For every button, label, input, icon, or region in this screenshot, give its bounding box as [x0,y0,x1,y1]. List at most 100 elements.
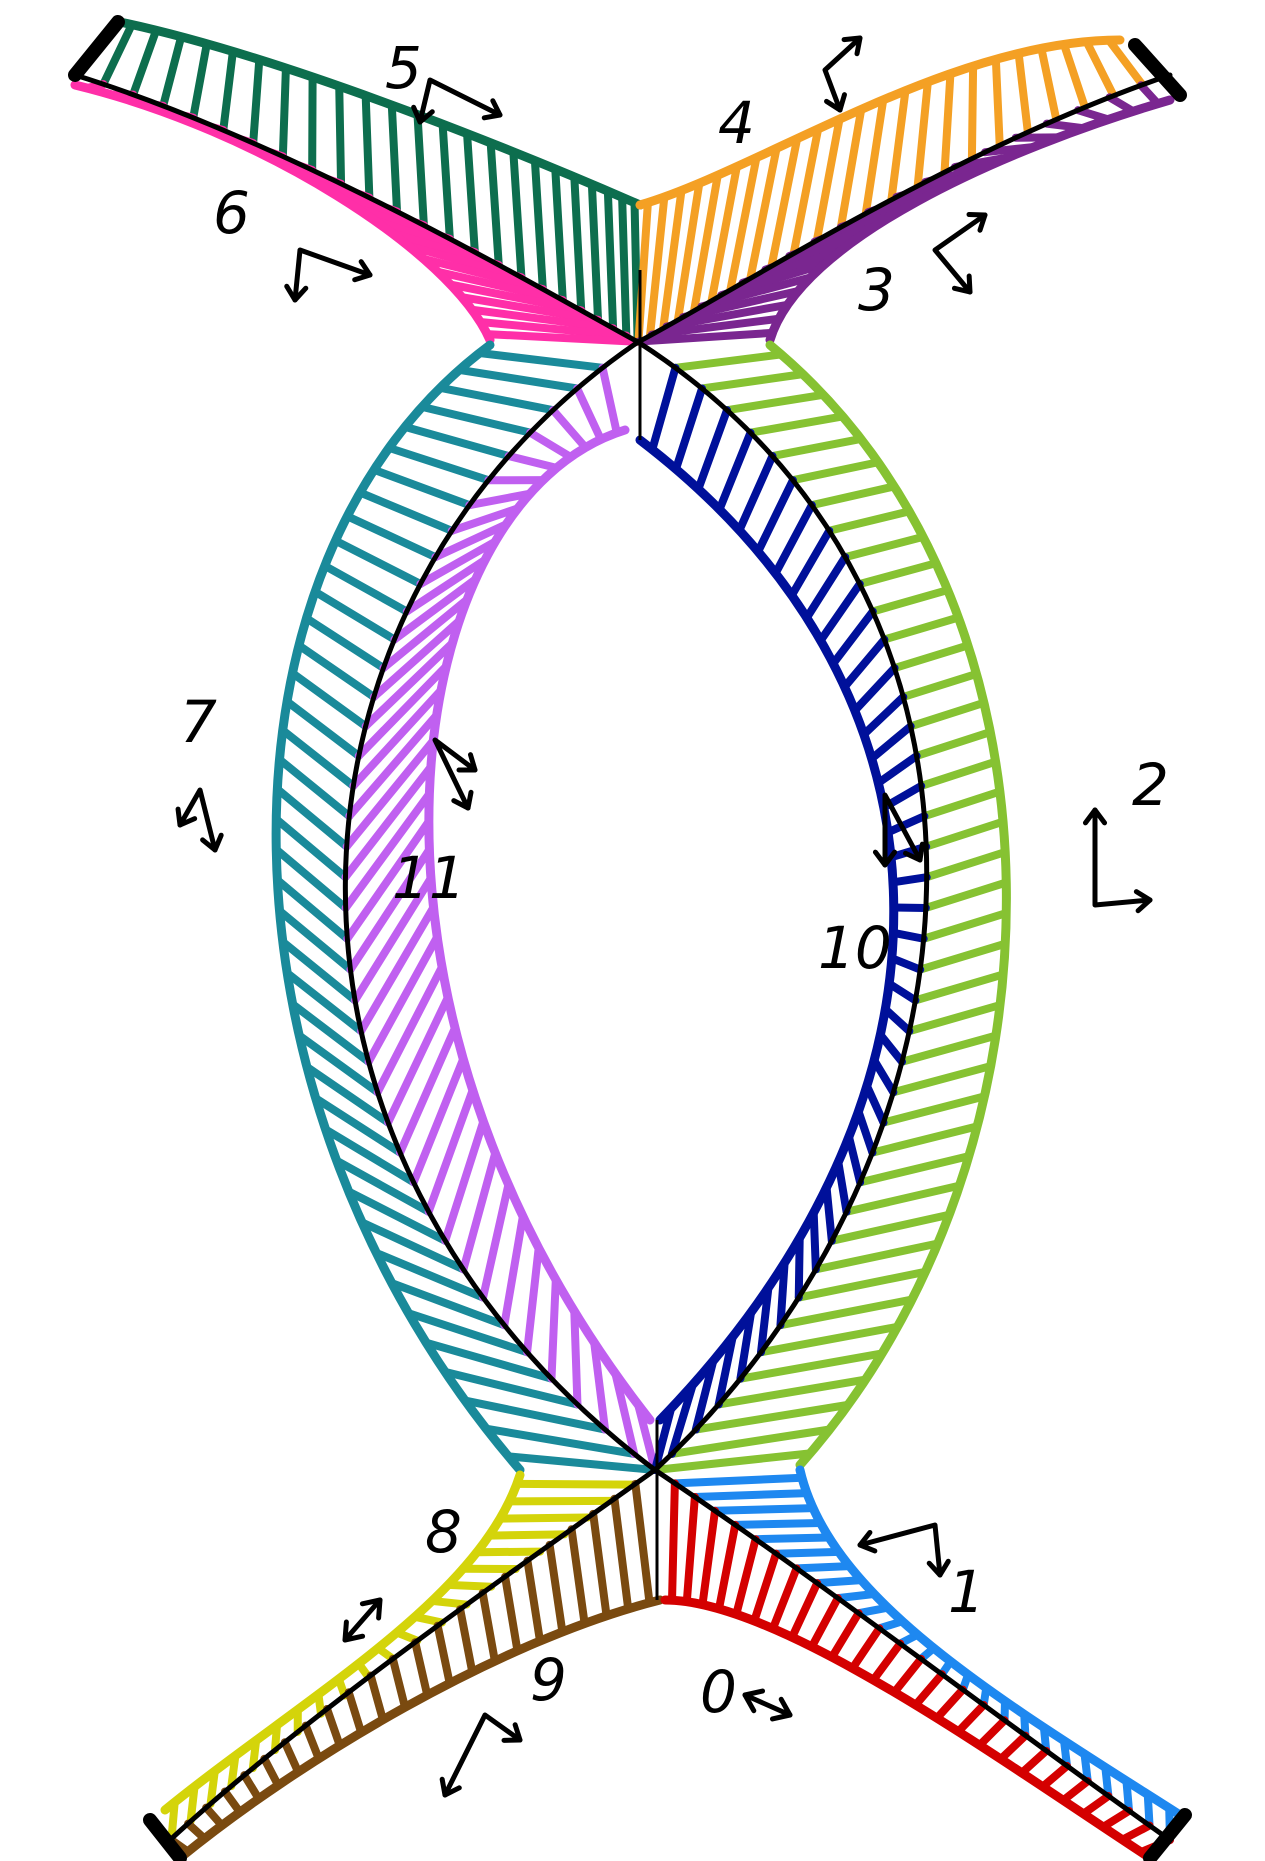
segment-9 [166,1479,665,1861]
arrow-head [1082,807,1108,826]
hatch-line [667,1425,834,1458]
hatch-line [549,406,590,452]
hatch-line [707,162,741,305]
hatch-line [418,402,535,437]
hatch-line [444,1580,496,1591]
hatch-line [856,1152,973,1187]
hatch-line [465,489,534,510]
hatch-line [890,1654,926,1697]
hatch-line [682,1492,699,1606]
segment-labels: 0 1 2 3 4 5 6 7 8 9 10 11 [180,34,1169,1726]
hatch-line [332,1156,433,1216]
hatch-line [475,349,607,372]
hatch-line [283,697,363,760]
hatch-line [768,434,865,461]
hatch-line [280,1738,303,1776]
hatch-line [189,39,211,122]
hatch-line [509,147,526,282]
hatch-line [836,105,866,232]
hatch-line [404,242,526,282]
center-line [167,1467,658,1843]
hatch-line [482,1424,639,1458]
hatch-line [433,267,567,305]
hatch-line [331,536,425,588]
segment-edge [424,425,655,1425]
hatch-line [436,383,558,415]
hatch-line [991,55,1004,150]
segment-edge [175,1595,665,1861]
arrow-head [769,1696,793,1722]
hatch-line [911,1670,946,1710]
hatch-line [694,406,732,494]
corner-arrow-icon [822,35,863,113]
hatch-line [883,812,929,837]
hatch-line [829,607,877,668]
hatch-line [447,504,522,535]
arrow-head [824,92,847,113]
segment-edge [635,35,1125,210]
hatch-line [343,817,433,943]
segment-edge [765,95,1175,345]
hatch-line [467,305,618,333]
hatch-line [476,318,631,340]
hatch-line [967,62,978,163]
hatch-line [342,736,438,851]
hatch-line [840,635,889,691]
hatch-line [523,1556,544,1646]
hatch-line [771,501,816,578]
hatch-line [671,350,786,372]
hatch-line [887,954,925,974]
hatch-line [634,328,777,346]
hatch-line [714,1520,740,1613]
arrow-head [481,98,503,121]
hatch-line [1059,40,1089,112]
hatch-line [890,641,972,673]
hatch-line [794,1267,930,1302]
hatch-line [431,520,511,562]
hatch-line [916,939,1010,974]
hatch-line [496,1513,593,1523]
hatch-line [455,365,582,393]
hatch-line [260,1754,283,1790]
hatch-line [906,698,988,731]
arrow-head [411,104,435,125]
end-cap [143,1813,187,1861]
hatch-line [1017,1746,1051,1777]
hatch-line [335,82,346,188]
hatch-line [732,1535,760,1619]
hatch-line [868,586,952,616]
center-lines [68,15,1192,1861]
hatch-line [768,1564,801,1633]
hatch-line [889,1062,995,1097]
hatch-line [751,1533,834,1544]
hatch-line [272,815,350,882]
hatch-line [631,1479,654,1607]
hatch-line [320,561,411,616]
hatch-line [670,1473,806,1488]
arrow-shaft [442,1712,523,1798]
segment-edge [660,1595,1155,1861]
hatch-line [526,428,575,462]
hatch-line [370,216,479,257]
hatch-line [761,234,863,274]
label-4: 4 [718,89,755,157]
arrow-head [926,1558,951,1578]
hatch-line [690,171,722,315]
arrow-head [175,806,198,828]
hatch-line [917,757,1000,790]
hatch-line [404,1309,532,1357]
arrow-head [841,35,863,57]
hatch-line [667,1380,697,1458]
center-line [635,72,1173,345]
hatch-line [787,526,834,600]
hatch-line [219,47,237,135]
hatch-line [648,363,680,454]
hatch-line [868,1122,982,1157]
segment-edge [160,1470,525,1815]
arrow-head [439,1776,462,1798]
hatch-line [409,1054,468,1187]
hatch-line [736,1308,756,1383]
hatch-line [283,968,366,1036]
hatch-line [651,1449,815,1474]
hatch-line [364,932,442,1066]
